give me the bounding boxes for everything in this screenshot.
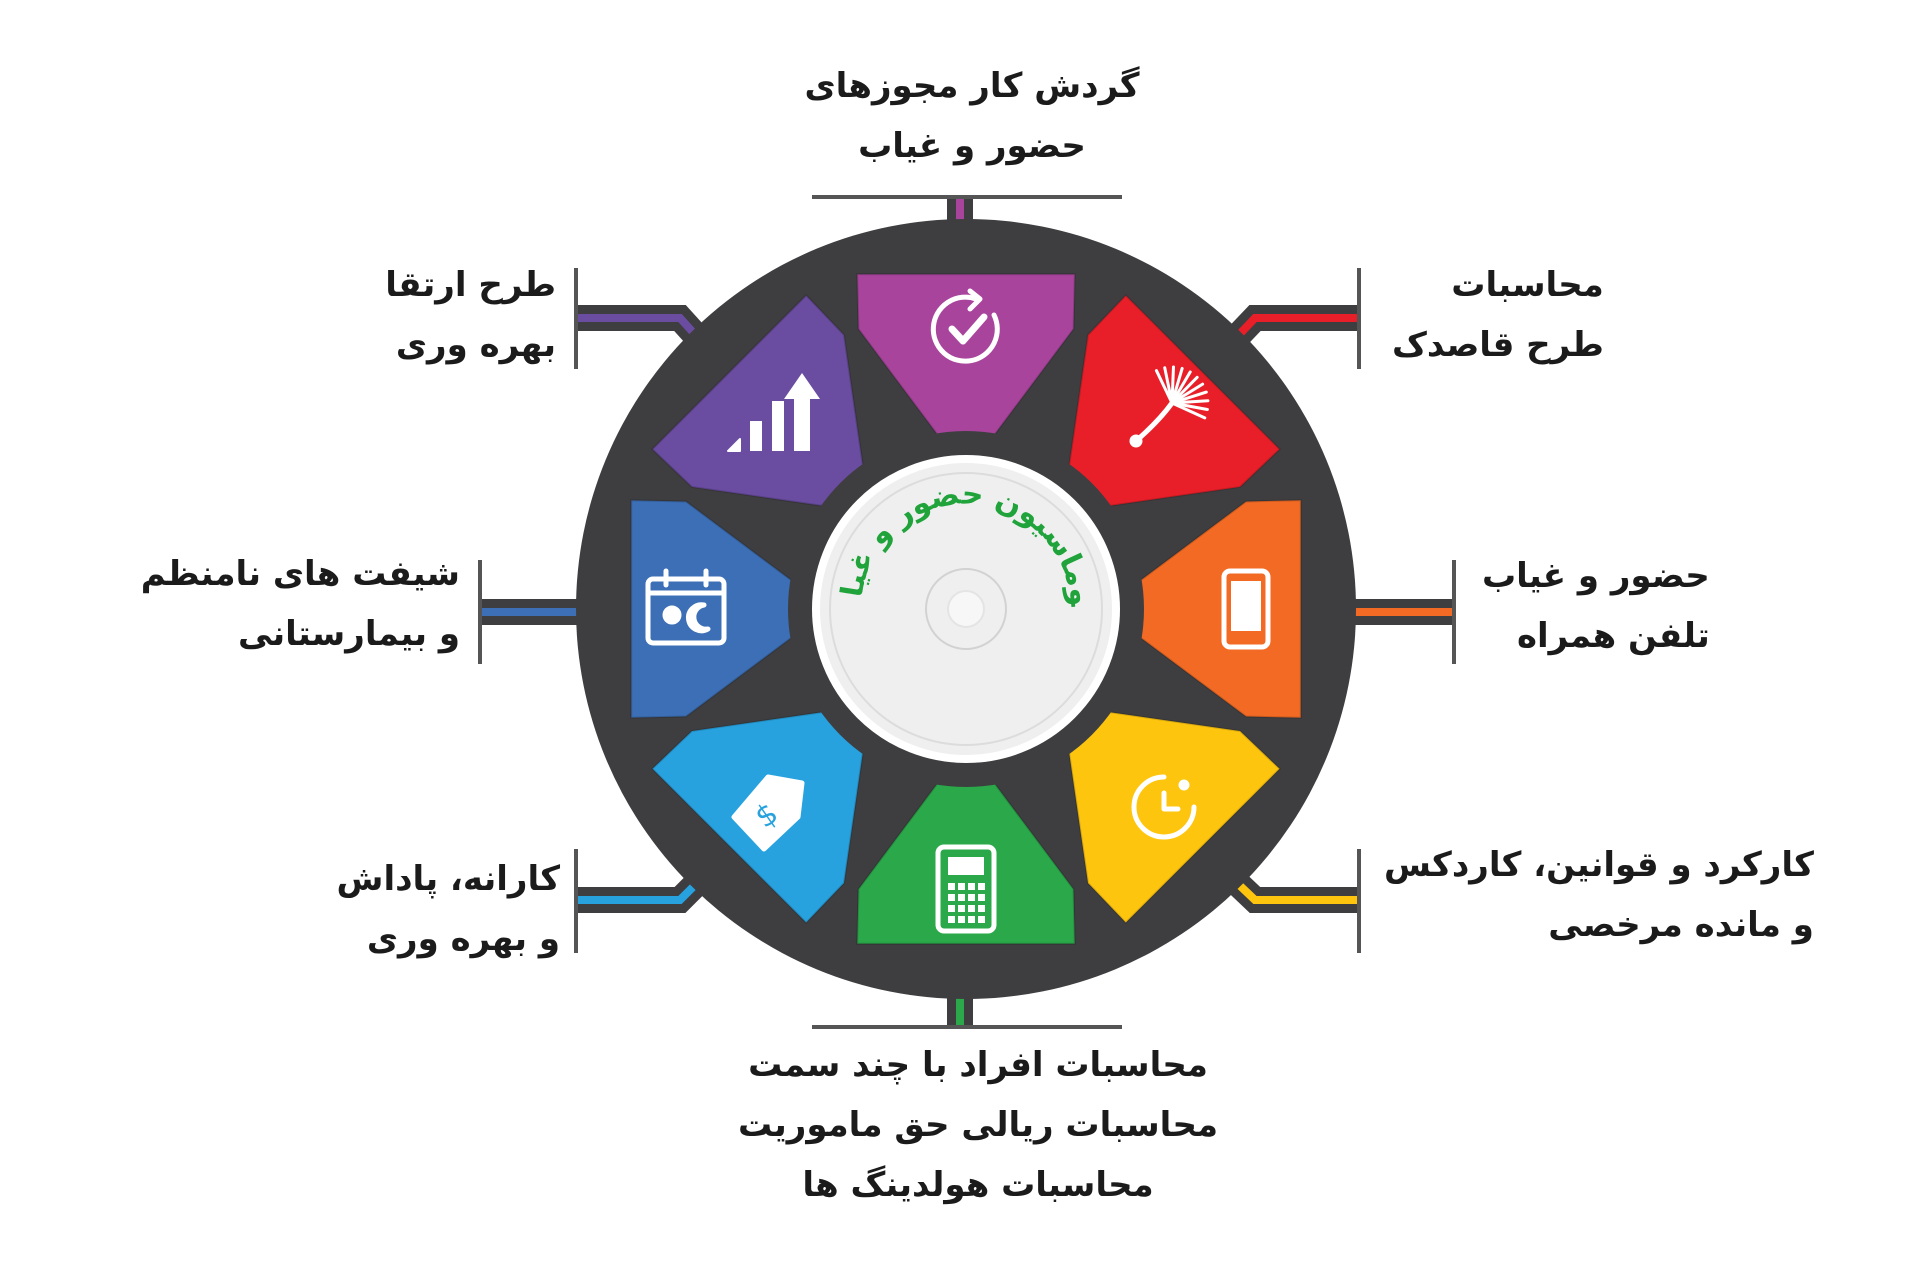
label-kardex: کارکرد و قوانین، کاردکس و مانده مرخصی <box>1384 835 1814 955</box>
check-refresh-icon <box>930 288 1000 364</box>
label-line: کارکرد و قوانین، کاردکس <box>1384 845 1814 885</box>
label-line: تلفن همراه <box>1516 616 1710 656</box>
label-line: و مانده مرخصی <box>1548 905 1814 945</box>
label-calc: محاسبات افراد با چند سمت محاسبات ریالی ح… <box>738 1035 1218 1215</box>
label-line: حضور و غیاب <box>858 126 1086 166</box>
label-line: کارانه، پاداش <box>336 859 560 899</box>
icon-part <box>968 905 975 912</box>
icon-part <box>958 905 965 912</box>
icon-part <box>662 605 682 625</box>
label-line: و بهره وری <box>366 919 560 959</box>
icon-part <box>958 916 965 923</box>
icon-part <box>1170 401 1207 420</box>
icon-part <box>978 905 985 912</box>
label-line: شیفت های نامنظم <box>140 554 460 594</box>
label-line: و بیمارستانی <box>238 614 460 654</box>
label-line: طرح ارتقا <box>385 265 556 305</box>
hub-center-ring <box>925 568 1007 650</box>
label-bonus: کارانه، پاداش و بهره وری <box>337 849 560 969</box>
icon-part <box>978 916 985 923</box>
icon-part <box>1231 581 1261 631</box>
dandelion-icon <box>1129 365 1210 448</box>
icon-part <box>968 883 975 890</box>
label-line: حضور و غیاب <box>1482 556 1710 596</box>
icon-part <box>727 438 742 453</box>
icon-part <box>968 894 975 901</box>
icon-part <box>1178 779 1190 791</box>
icon-part <box>645 576 727 646</box>
icon-part <box>750 421 763 452</box>
icon-part <box>967 288 983 312</box>
icon-part <box>731 774 805 852</box>
icon-part <box>968 916 975 923</box>
label-workflow: گردش کار مجوزهای حضور و غیاب <box>804 56 1139 176</box>
icon-part <box>772 401 785 452</box>
icon-part <box>958 894 965 901</box>
hub-groove <box>829 472 1103 746</box>
icon-part <box>686 602 711 634</box>
icon-part <box>930 294 1000 364</box>
label-line: محاسبات افراد با چند سمت <box>748 1045 1208 1085</box>
icon-part <box>948 313 988 345</box>
calendar-day-night-icon <box>645 568 727 646</box>
icon-part <box>784 373 821 452</box>
clock-icon <box>1131 774 1197 840</box>
hub-center-hole <box>947 590 985 628</box>
label-shifts: شیفت های نامنظم و بیمارستانی <box>141 544 460 664</box>
icon-part <box>1131 774 1197 840</box>
icon-part <box>958 883 965 890</box>
icon-part <box>948 883 955 890</box>
mobile-phone-icon <box>1221 568 1271 650</box>
label-dandelion: محاسبات طرح قاصدک <box>1392 255 1604 375</box>
icon-part <box>978 883 985 890</box>
icon-part <box>948 905 955 912</box>
label-line: بهره وری <box>395 325 556 365</box>
icon-part <box>1129 434 1143 448</box>
label-line: محاسبات <box>1451 265 1604 305</box>
icon-part <box>948 894 955 901</box>
icon-part <box>1221 568 1271 650</box>
icon-part <box>948 916 955 923</box>
icon-part <box>948 857 984 875</box>
label-line: محاسبات هولدینگ ها <box>802 1165 1154 1205</box>
label-line: طرح قاصدک <box>1392 325 1604 365</box>
label-line: گردش کار مجوزهای <box>804 66 1140 106</box>
price-tag-icon: $ <box>731 774 805 852</box>
icon-part <box>978 894 985 901</box>
growth-chart-icon <box>727 373 821 453</box>
label-mobile: حضور و غیاب تلفن همراه <box>1482 546 1710 666</box>
label-line: محاسبات ریالی حق ماموریت <box>737 1105 1219 1145</box>
icon-part <box>1161 790 1181 812</box>
icon-part <box>935 844 997 934</box>
calculator-icon <box>935 844 997 934</box>
label-productivity: طرح ارتقا بهره وری <box>385 255 556 375</box>
